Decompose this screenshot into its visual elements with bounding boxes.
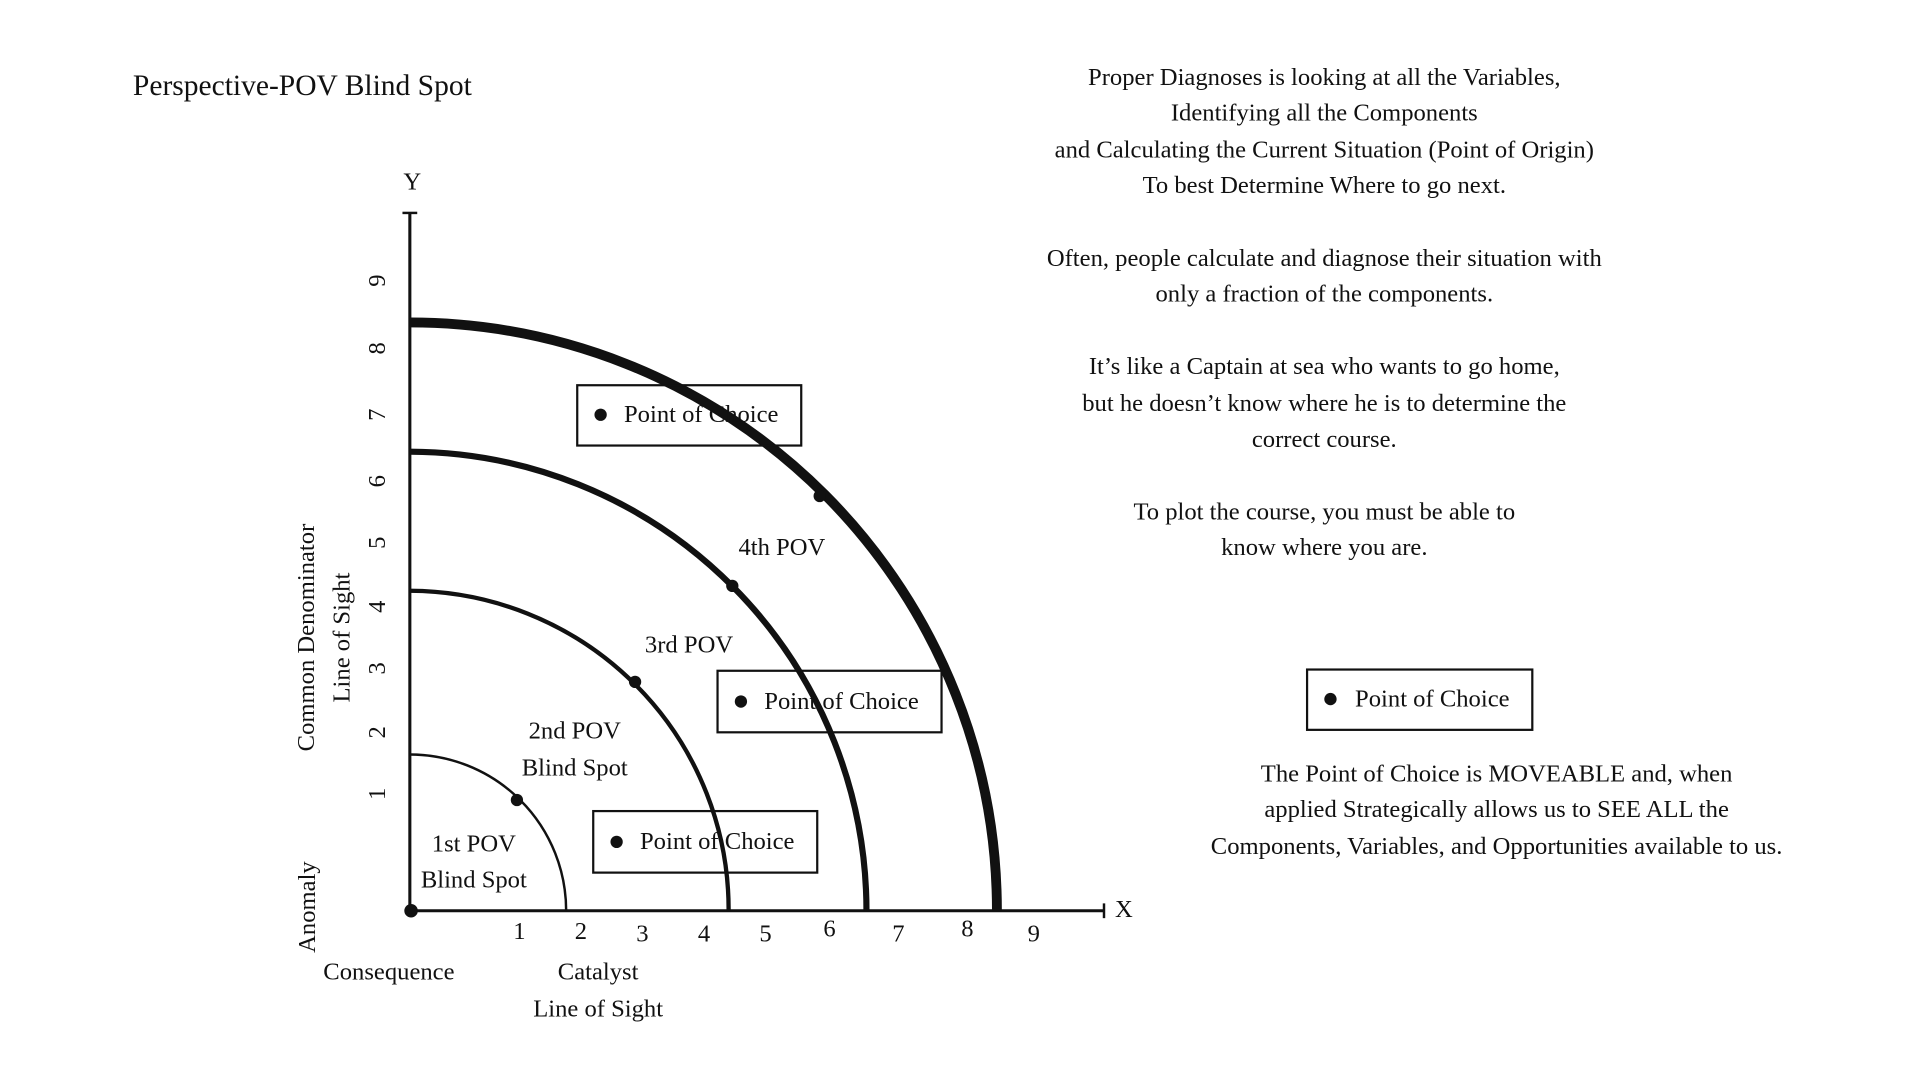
x-tick-labels: 1 2 3 4 5 6 7 8 9 (513, 916, 1040, 948)
point-of-choice-label: Point of Choice (624, 401, 779, 428)
explanation-text: Proper Diagnoses is looking at all the V… (1047, 64, 1783, 860)
first-pov-blind-spot: Blind Spot (421, 866, 527, 893)
x-tick: 6 (823, 916, 835, 943)
bullet-icon (1324, 692, 1337, 706)
second-pov-blind-spot: Blind Spot (522, 754, 628, 781)
point-of-choice-label: Point of Choice (640, 828, 795, 855)
y-tick: 9 (364, 274, 391, 286)
second-pov-label: 2nd POV (529, 717, 622, 744)
y-axis-title-line-1: Common Denominator (293, 524, 320, 752)
y-tick: 4 (364, 601, 391, 613)
moveable-text-line: applied Strategically allows us to SEE A… (1264, 796, 1729, 823)
page-title: Perspective-POV Blind Spot (133, 70, 473, 102)
x-tick: 2 (575, 918, 587, 945)
paragraph-1-line: Proper Diagnoses is looking at all the V… (1088, 64, 1561, 91)
point-of-choice-box-middle[interactable]: Point of Choice (716, 669, 943, 734)
paragraph-2-line: Often, people calculate and diagnose the… (1047, 245, 1602, 272)
x-axis-label: X (1115, 896, 1133, 923)
paragraph-1-line: and Calculating the Current Situation (P… (1055, 137, 1594, 164)
x-tick: 4 (698, 921, 710, 948)
fourth-pov-label: 4th POV (738, 534, 825, 561)
bullet-icon (734, 695, 748, 708)
moveable-text-line: Components, Variables, and Opportunities… (1211, 833, 1783, 860)
anomaly-label: Anomaly (294, 861, 321, 953)
paragraph-3-line: It’s like a Captain at sea who wants to … (1089, 353, 1560, 380)
paragraph-3-line: but he doesn’t know where he is to deter… (1082, 390, 1566, 417)
x-tick: 7 (892, 921, 904, 948)
x-axis-title-line-1: Catalyst (558, 959, 639, 986)
paragraph-1-line: Identifying all the Components (1171, 100, 1478, 127)
moveable-text-line: The Point of Choice is MOVEABLE and, whe… (1261, 761, 1733, 788)
pov-point-1 (510, 793, 524, 807)
x-tick: 1 (513, 918, 525, 945)
y-tick: 6 (364, 475, 391, 487)
legend-label: Point of Choice (1355, 685, 1510, 712)
x-axis-title-line-2: Line of Sight (533, 996, 663, 1023)
third-pov-label: 3rd POV (645, 631, 733, 658)
paragraph-1-line: To best Determine Where to go next. (1143, 172, 1506, 199)
y-tick: 8 (364, 342, 391, 354)
y-tick: 2 (364, 726, 391, 738)
y-tick-labels: 1 2 3 4 5 6 7 8 9 (364, 274, 391, 800)
point-of-choice-label: Point of Choice (764, 688, 919, 715)
bullet-icon (594, 408, 607, 421)
pov-point-3 (726, 579, 739, 592)
first-pov-label: 1st POV (432, 831, 516, 858)
y-axis-title-line-2: Line of Sight (329, 572, 356, 702)
bullet-icon (610, 835, 623, 848)
point-of-choice-box-bottom[interactable]: Point of Choice (592, 809, 819, 874)
x-tick: 3 (636, 921, 648, 948)
consequence-label: Consequence (323, 959, 454, 986)
pov-point-2 (628, 675, 642, 688)
paragraph-4-line: know where you are. (1221, 534, 1427, 561)
origin-dot (404, 904, 418, 918)
y-tick: 3 (364, 662, 391, 674)
paragraph-4-line: To plot the course, you must be able to (1133, 498, 1515, 525)
x-tick: 8 (961, 916, 973, 943)
y-tick: 5 (364, 537, 391, 549)
point-of-choice-legend-box: Point of Choice (1305, 668, 1534, 731)
y-axis-label: Y (403, 169, 421, 196)
x-tick: 5 (759, 921, 771, 948)
pov-point-4 (813, 489, 826, 503)
y-tick: 1 (364, 788, 391, 800)
paragraph-2-line: only a fraction of the components. (1156, 281, 1494, 308)
y-tick: 7 (364, 409, 391, 421)
point-of-choice-box-top[interactable]: Point of Choice (576, 384, 803, 447)
x-tick: 9 (1028, 921, 1040, 948)
paragraph-3-line: correct course. (1252, 426, 1397, 453)
